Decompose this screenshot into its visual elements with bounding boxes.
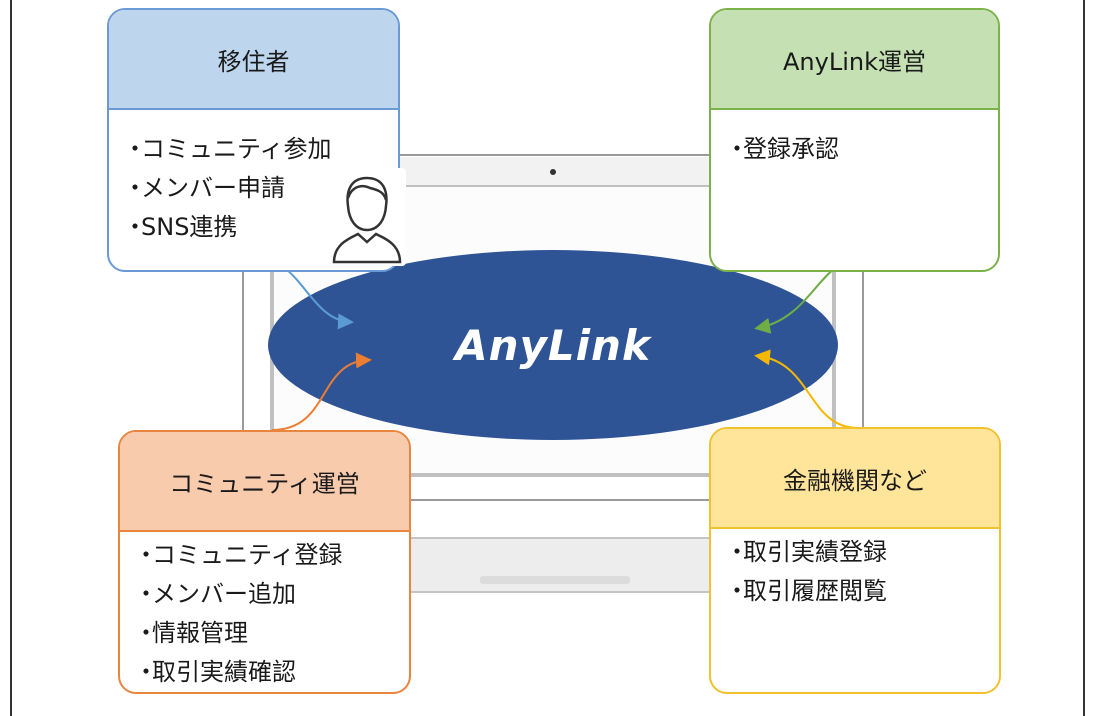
community-box-items: コミュニティ登録 メンバー追加 情報管理 取引実績確認 [120, 536, 409, 692]
list-item: メンバー申請 [123, 169, 398, 208]
community-box-title: コミュニティ運営 [120, 432, 409, 532]
center-label: AnyLink [455, 320, 651, 370]
operator-box: AnyLink運営 登録承認 [709, 8, 1000, 272]
connector-finance [754, 349, 859, 429]
community-box: コミュニティ運営 コミュニティ登録 メンバー追加 情報管理 取引実績確認 [118, 430, 411, 694]
list-item: 取引実績確認 [134, 653, 409, 692]
migrant-box-title: 移住者 [109, 10, 398, 110]
finance-box-items: 取引実績登録 取引履歴閲覧 [711, 533, 999, 611]
finance-box: 金融機関など 取引実績登録 取引履歴閲覧 [709, 427, 1001, 694]
camera-icon [550, 169, 556, 175]
list-item: 取引実績登録 [725, 533, 999, 572]
operator-box-items: 登録承認 [711, 130, 998, 169]
list-item: 情報管理 [134, 614, 409, 653]
migrant-box: 移住者 コミュニティ参加 メンバー申請 SNS連携 [107, 8, 400, 272]
list-item: コミュニティ参加 [123, 130, 398, 169]
person-icon [328, 168, 406, 266]
frame-left-line [10, 0, 12, 716]
anylink-ellipse [268, 250, 838, 440]
list-item: 登録承認 [725, 130, 998, 169]
finance-box-title: 金融機関など [711, 429, 999, 529]
list-item: メンバー追加 [134, 575, 409, 614]
operator-box-title: AnyLink運営 [711, 10, 998, 110]
frame-right-line [1083, 0, 1085, 716]
connector-community [271, 352, 372, 431]
list-item: コミュニティ登録 [134, 536, 409, 575]
list-item: SNS連携 [123, 208, 398, 247]
migrant-box-items: コミュニティ参加 メンバー申請 SNS連携 [109, 130, 398, 247]
list-item: 取引履歴閲覧 [725, 572, 999, 611]
